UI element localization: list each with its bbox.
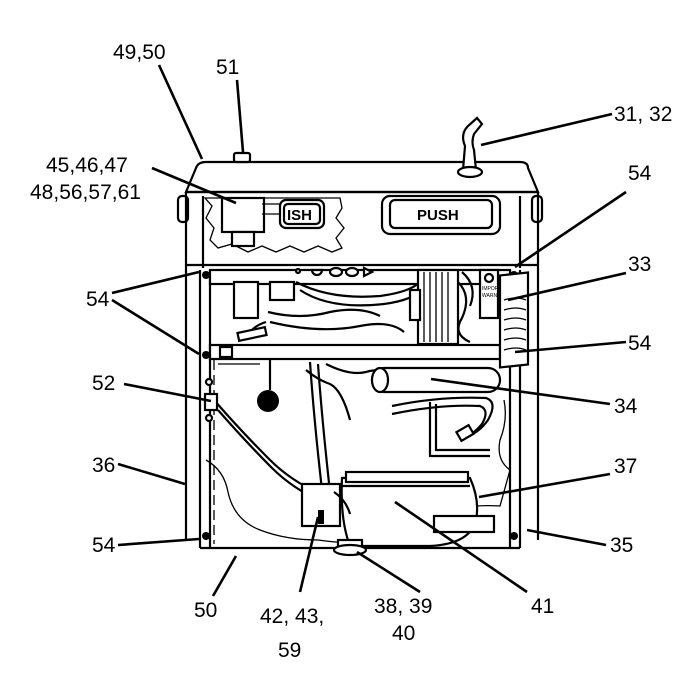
callout-35: 35 — [610, 534, 633, 557]
cord-grommet — [257, 360, 279, 412]
leader-lines — [111, 64, 627, 597]
callout-49-50: 49,50 — [113, 41, 166, 64]
svg-text:IMPORTANT: IMPORTANT — [482, 286, 511, 292]
callout-36: 36 — [92, 454, 115, 477]
callout-labels: 49,50 51 31, 32 45,46,47 48,56,57,61 54 … — [30, 41, 672, 662]
pushbutton-top-knob — [232, 151, 252, 164]
cabinet-frame — [186, 263, 538, 550]
callout-38-39: 38, 39 — [374, 595, 432, 618]
callout-54-upper-right: 54 — [628, 162, 652, 185]
nameplate — [432, 514, 496, 534]
svg-text:WARNING: WARNING — [482, 293, 506, 299]
callout-42-43: 42, 43, — [260, 605, 324, 628]
callout-45-47: 45,46,47 — [46, 154, 128, 177]
electrical-box — [232, 280, 296, 320]
compressor — [340, 470, 479, 548]
tubing-upper — [236, 281, 425, 343]
pressure-switch: IMPORTANT WARNING — [478, 268, 511, 320]
push-button-left-label: ISH — [287, 207, 312, 224]
push-button-left: ISH — [278, 198, 326, 230]
callout-59: 59 — [278, 639, 301, 662]
relay-box — [300, 482, 352, 528]
cooling-fan-guard — [498, 271, 530, 369]
push-button-right-label: PUSH — [417, 207, 459, 224]
callout-33: 33 — [628, 253, 651, 276]
callout-54-lower-left: 54 — [92, 534, 116, 557]
drain-fitting — [332, 538, 368, 557]
valve-assembly — [220, 196, 286, 248]
controls-block — [408, 268, 474, 346]
side-stop-clips — [203, 377, 219, 423]
callout-40: 40 — [392, 622, 415, 645]
bubbler-spout — [456, 116, 484, 179]
condenser-tubes — [391, 396, 494, 458]
callout-34: 34 — [614, 395, 638, 418]
callout-37: 37 — [614, 455, 637, 478]
callout-48-61: 48,56,57,61 — [30, 181, 141, 204]
callout-41: 41 — [531, 595, 554, 618]
callout-52: 52 — [92, 372, 115, 395]
callout-50: 50 — [194, 599, 217, 622]
callout-51: 51 — [216, 56, 239, 79]
push-button-right: PUSH — [380, 194, 502, 236]
callout-31-32: 31, 32 — [614, 103, 672, 126]
front-upper-panel — [184, 192, 540, 540]
upper-panel-slots — [294, 266, 375, 278]
callout-54-mid-right: 54 — [628, 332, 652, 355]
callout-54-left: 54 — [86, 288, 110, 311]
